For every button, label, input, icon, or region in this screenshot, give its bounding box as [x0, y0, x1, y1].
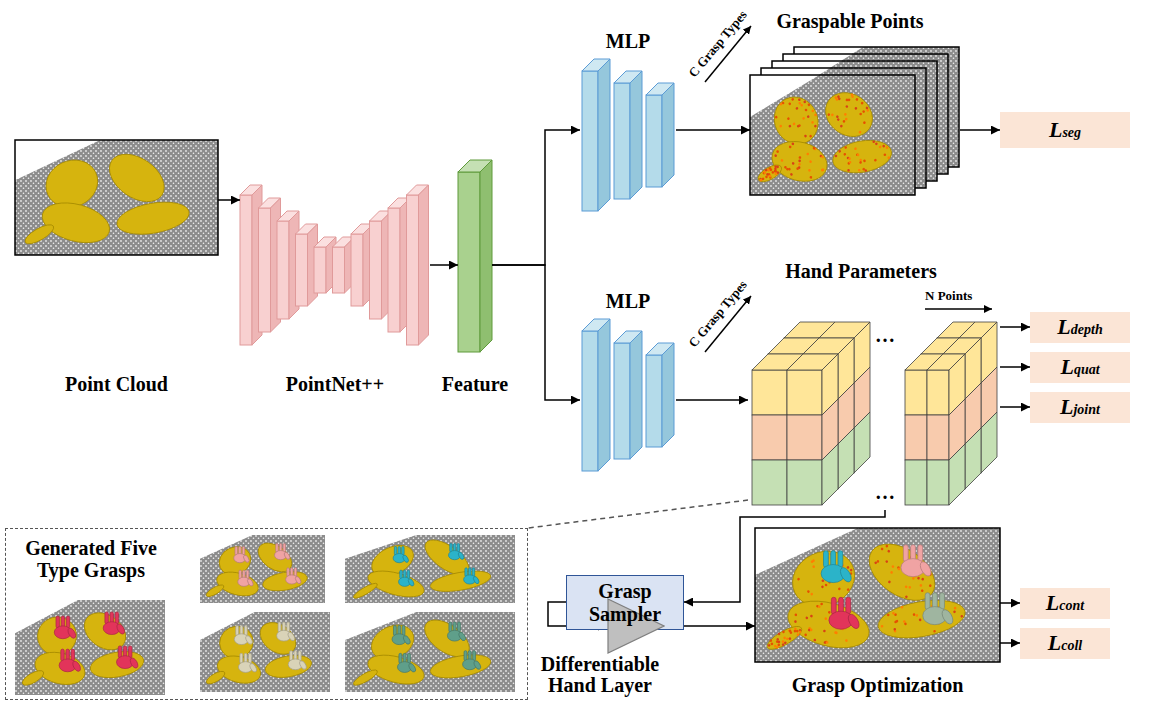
loss-box: Lseg [1000, 112, 1130, 148]
flow-arrow [1000, 366, 1030, 368]
hand-model [277, 622, 296, 642]
hand-model [275, 544, 291, 561]
loss-box: Lcoll [1020, 628, 1110, 659]
layer-slab [646, 343, 674, 447]
hand-model [923, 593, 955, 626]
flow-arrow [1000, 602, 1020, 604]
examples-panel: Generated Five Type Grasps [5, 528, 528, 700]
loss-box: Lcont [1020, 588, 1110, 619]
mlp-block: MLP [580, 60, 676, 210]
node-label: Generated Five Type Grasps [16, 537, 166, 582]
annotation: N Points [925, 288, 972, 304]
axis-arrow [925, 308, 992, 310]
hand-model [399, 570, 415, 587]
flow-arrow [1000, 326, 1030, 328]
flow-arrow [218, 199, 240, 201]
layer-slab [614, 71, 642, 199]
axis-label: C Grasp Types [685, 7, 750, 81]
hand-model [117, 646, 140, 669]
flow-arrow [676, 129, 750, 131]
hand-model [449, 544, 465, 561]
mlp-layers [582, 319, 674, 471]
loss-label: Ldepth [1057, 315, 1102, 340]
pointnet-network [240, 185, 429, 345]
loss-label: Lseg [1049, 118, 1081, 143]
node-label: MLP [606, 290, 650, 312]
grasp-example [15, 600, 165, 695]
node-label: Grasp Sampler [573, 580, 677, 625]
hand-model [234, 546, 250, 563]
parameter-cube [752, 322, 997, 505]
hand-model [59, 649, 82, 672]
hand-model [447, 622, 466, 642]
node-label: PointNet++ [286, 373, 384, 395]
layer-slab [582, 59, 610, 211]
loss-label: Lquat [1060, 355, 1099, 380]
grasp-example [345, 533, 515, 603]
graspable-map [750, 75, 915, 195]
flow-arrow [684, 510, 885, 602]
feature-map [458, 160, 492, 352]
layer-slab [614, 331, 642, 459]
hand-model [829, 597, 861, 630]
node-label: Hand Parameters [785, 260, 937, 282]
annotation: … [875, 481, 895, 504]
node-label: MLP [606, 30, 650, 52]
hand-model [103, 612, 126, 635]
hand-model [397, 653, 416, 673]
flow-arrow [1000, 642, 1020, 644]
pointnet-block: PointNet++ [240, 185, 430, 345]
hand-model [464, 568, 480, 585]
hand-model [238, 653, 257, 673]
node-label: Grasp Optimization [792, 674, 964, 696]
optimized-grasps [755, 528, 1000, 662]
flow-arrow [492, 130, 580, 265]
loss-label: Ljoint [1060, 395, 1100, 420]
layer-slab [646, 83, 674, 187]
optimization-image: Grasp Optimization [755, 528, 1000, 662]
flow-arrow [430, 264, 458, 266]
loss-box: Lquat [1030, 352, 1130, 383]
flow-arrow [1000, 406, 1030, 408]
flow-arrow [960, 129, 1000, 131]
grasp-example [200, 612, 330, 692]
hand-model [901, 545, 933, 578]
input-image: Point Cloud [15, 140, 218, 255]
node-label: Graspable Points [776, 10, 923, 32]
hand-model [234, 626, 253, 646]
node-label: Feature [442, 373, 508, 395]
hand-model [286, 568, 302, 585]
node-label: Point Cloud [65, 373, 168, 395]
hand-model [392, 626, 411, 646]
flow-arrow [676, 399, 748, 401]
hand-model [393, 546, 409, 563]
layer-slab [407, 185, 429, 345]
hand-model [288, 651, 307, 671]
mlp-block: MLP [580, 320, 676, 470]
annotation: … [875, 324, 895, 347]
graspable-points: Graspable Points [750, 45, 960, 195]
loss-label: Lcont [1046, 591, 1084, 616]
axis-label: C Grasp Types [685, 277, 750, 351]
loss-label: Lcoll [1048, 631, 1082, 656]
loss-box: Ljoint [1030, 392, 1130, 423]
node-label: Differentiable Hand Layer [530, 654, 670, 696]
layer-slab [582, 319, 610, 471]
hand-model [238, 570, 254, 587]
grasp-example [200, 535, 325, 603]
point-cloud-image [15, 140, 218, 255]
hand-parameters: Hand Parameters [748, 305, 1000, 510]
hand-model [54, 616, 77, 639]
mlp-layers [582, 59, 674, 211]
leader-line [528, 500, 748, 528]
feature-slab: Feature [458, 160, 492, 352]
sampler-box: Grasp Sampler [566, 575, 684, 630]
grasp-example [345, 612, 515, 692]
hand-model [821, 551, 853, 584]
hand-model [463, 651, 482, 671]
loss-box: Ldepth [1030, 312, 1130, 343]
layer-slab [458, 160, 492, 352]
